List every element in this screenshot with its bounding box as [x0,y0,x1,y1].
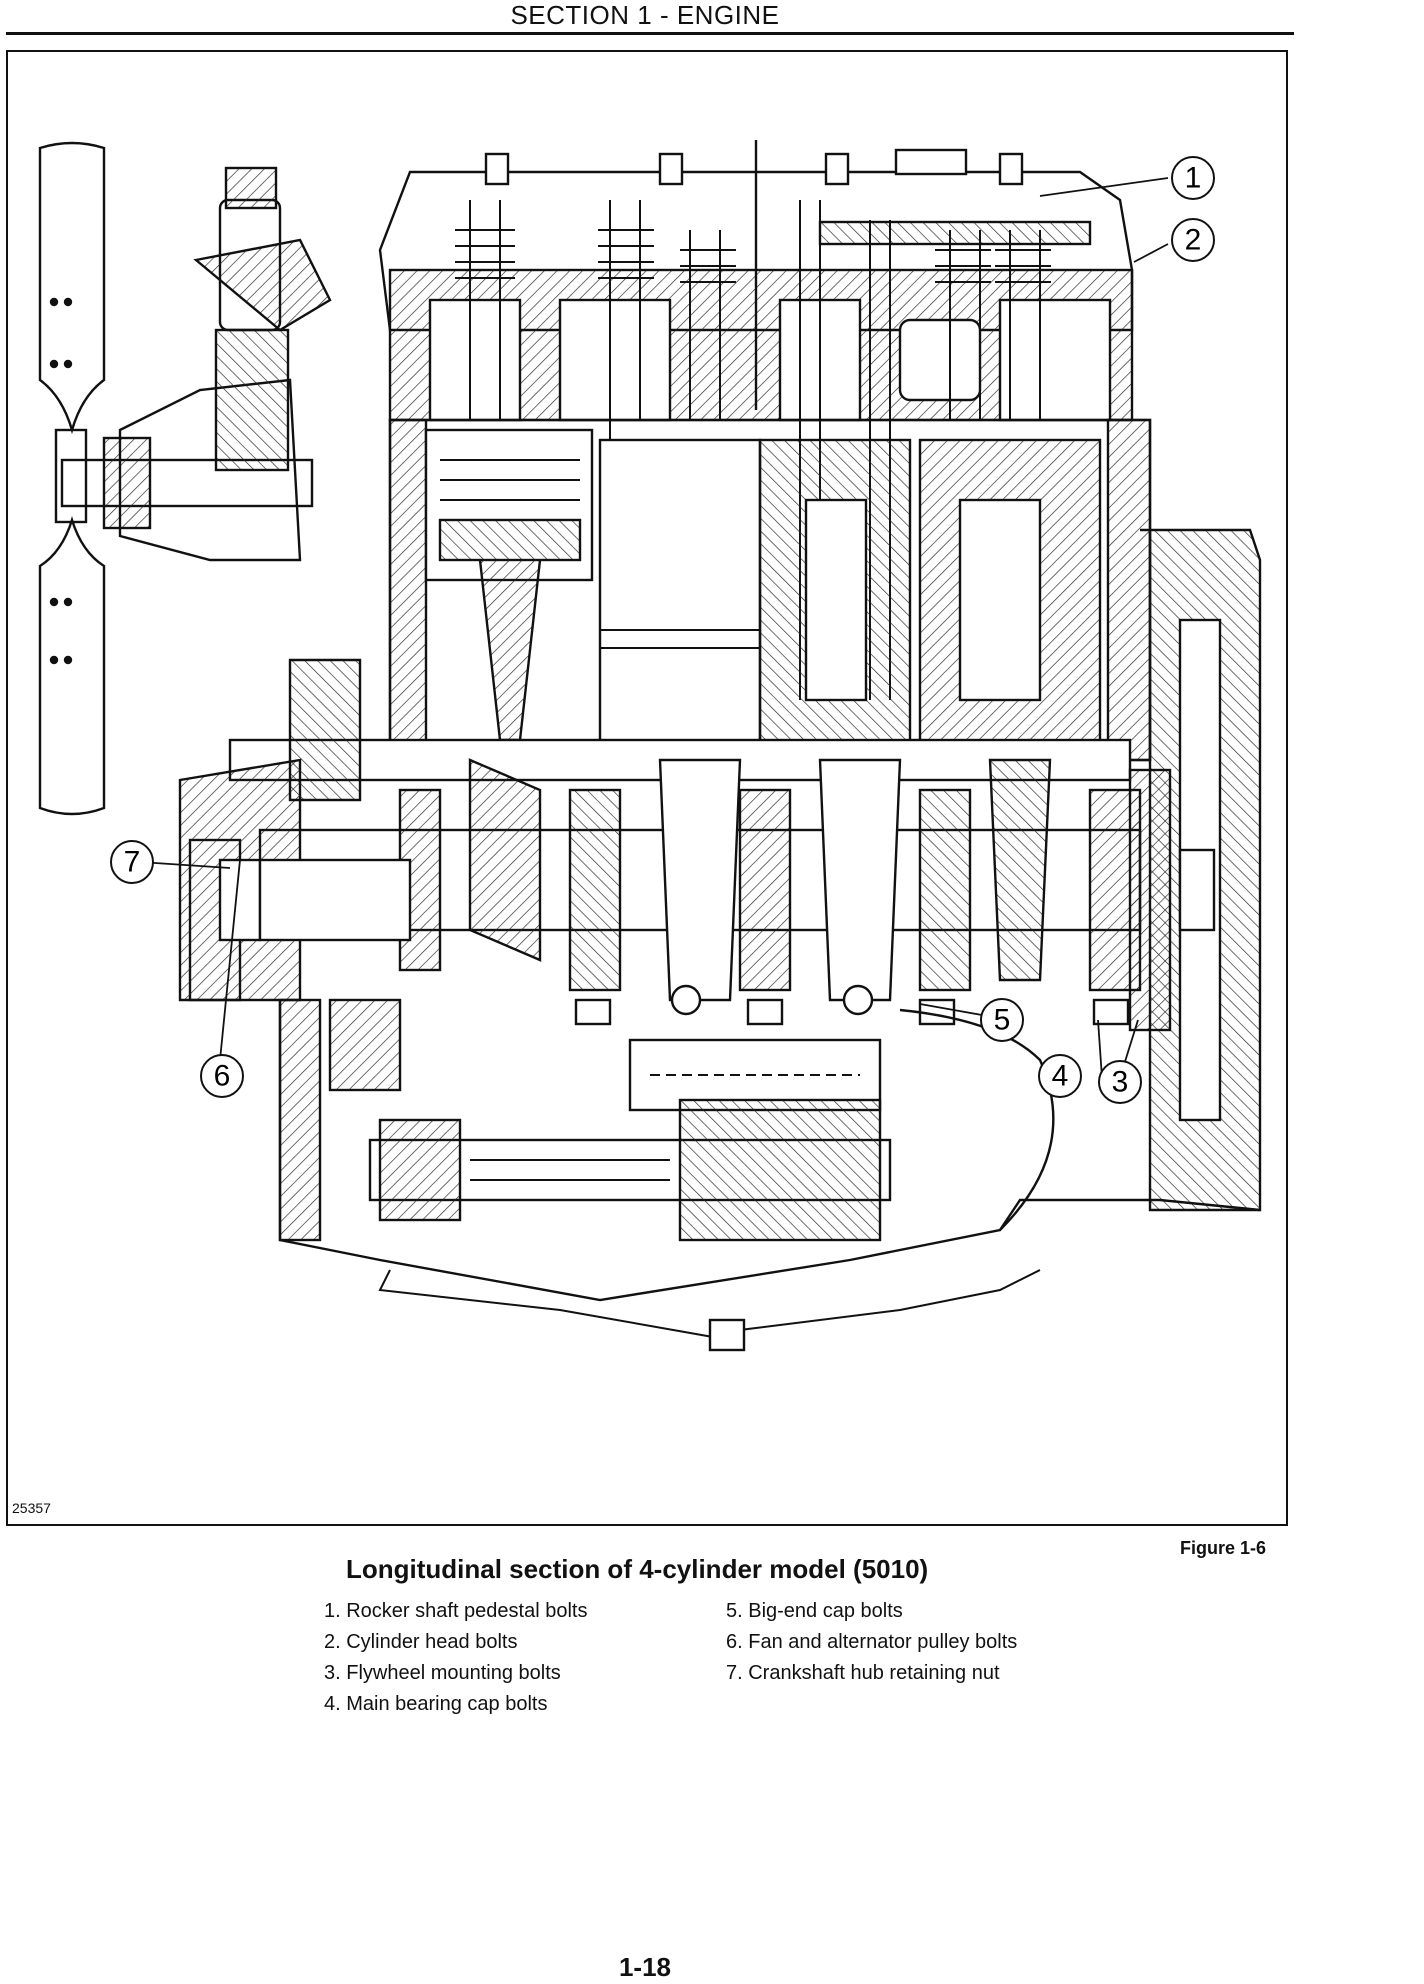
camshaft [368,1038,892,1242]
fan-blade [38,141,106,816]
header-rule [6,32,1294,35]
figure-caption: Longitudinal section of 4-cylinder model… [346,1554,929,1584]
legend-item: 1. Rocker shaft pedestal bolts [324,1600,588,1622]
callout-7: 7 [110,840,154,884]
cylinder-head-assembly [378,140,1134,700]
svg-text:6: 6 [214,1060,231,1093]
legend-right: 5. Big-end cap bolts 6. Fan and alternat… [726,1596,1017,1689]
water-pump-assembly [60,166,332,1002]
figure-frame [6,50,1288,1526]
svg-text:2: 2 [1185,224,1202,257]
callout-6: 6 [200,1054,244,1098]
callout-1: 1 [1171,156,1215,200]
legend-item: 3. Flywheel mounting bolts [324,1662,561,1684]
page-number: 1-18 [618,1952,672,1982]
figure-id: 25357 [12,1500,51,1516]
svg-text:1: 1 [1185,162,1202,195]
cylinder-block [388,418,1152,762]
section-title: SECTION 1 - ENGINE [510,0,780,30]
callout-3: 3 [1098,1060,1142,1104]
legend-item: 4. Main bearing cap bolts [324,1693,548,1715]
legend-item: 2. Cylinder head bolts [324,1631,518,1653]
page-header: SECTION 1 - ENGINE [0,0,1424,35]
svg-text:5: 5 [994,1004,1011,1037]
oil-sump [278,998,1261,1352]
legend-left: 1. Rocker shaft pedestal bolts 2. Cylind… [324,1596,587,1720]
legend-item: 6. Fan and alternator pulley bolts [726,1631,1018,1653]
svg-text:4: 4 [1052,1060,1069,1093]
callout-2: 2 [1171,218,1215,262]
callout-5: 5 [980,998,1024,1042]
legend-item: 7. Crankshaft hub retaining nut [726,1662,1000,1684]
callout-4: 4 [1038,1054,1082,1098]
legend-item: 5. Big-end cap bolts [726,1600,903,1622]
flywheel-housing [1128,528,1262,1212]
piston [424,428,594,742]
svg-text:7: 7 [124,846,141,879]
svg-text:3: 3 [1112,1066,1129,1099]
figure-label: Figure 1-6 [1180,1538,1267,1558]
timing-cover [178,658,412,1092]
